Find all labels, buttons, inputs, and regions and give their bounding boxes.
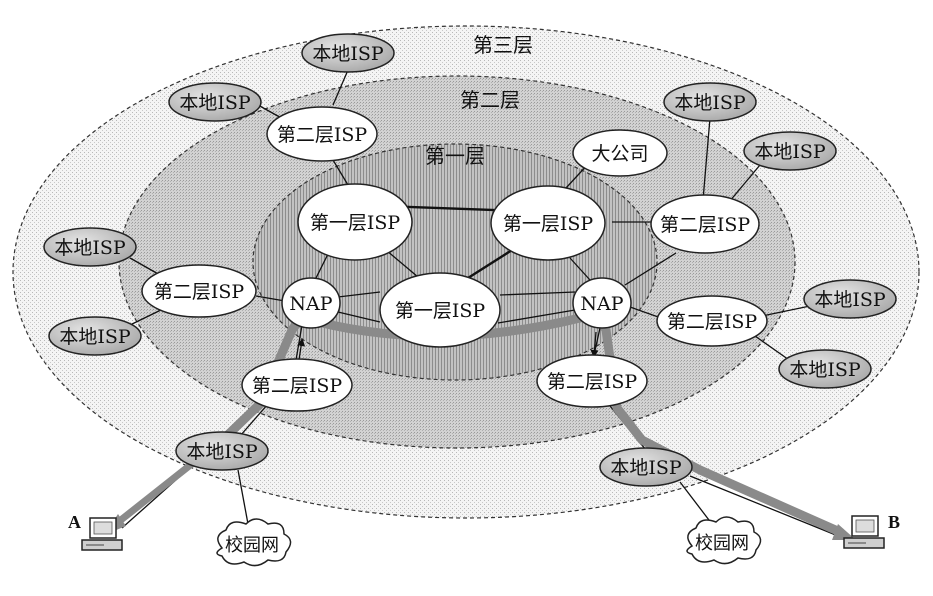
link-local8-t2right xyxy=(754,335,793,363)
link-local10-hostB xyxy=(689,475,849,541)
nap-node-left: NAP xyxy=(281,277,341,329)
local-isp-label: 本地ISP xyxy=(610,457,682,479)
nap-node-right: NAP xyxy=(572,277,632,329)
cloud-icon xyxy=(686,516,762,565)
local-isp-label: 本地ISP xyxy=(186,441,258,463)
local-isp-node-8: 本地ISP xyxy=(778,349,872,389)
local-isp-node-9: 本地ISP xyxy=(175,431,269,471)
link-local10-campus xyxy=(679,481,713,525)
campus-net-label: 校园网 xyxy=(225,535,279,556)
host-a: A xyxy=(68,512,123,551)
tier1-isp-node-c: 第一层ISP xyxy=(379,272,501,348)
local-isp-node-7: 本地ISP xyxy=(803,279,897,319)
link-local9-t2lowleft xyxy=(239,403,269,437)
local-isp-node-1: 本地ISP xyxy=(301,33,395,73)
local-isp-label: 本地ISP xyxy=(179,92,251,114)
local-isp-node-6: 本地ISP xyxy=(743,131,837,171)
tier2-isp-label: 第二层ISP xyxy=(252,375,343,397)
link-t2-top-t1a xyxy=(332,159,349,186)
tier1-isp-node-b: 第一层ISP xyxy=(490,185,606,261)
link-nap1-t1c-2 xyxy=(337,311,381,323)
local-isp-node-4: 本地ISP xyxy=(48,316,142,356)
tier1-isp-label: 第一层ISP xyxy=(395,300,486,322)
local-isp-label: 本地ISP xyxy=(754,141,826,163)
tier3-label: 第三层 xyxy=(473,33,533,57)
local-isp-label: 本地ISP xyxy=(674,92,746,114)
tier2-isp-node-topright: 第二层ISP xyxy=(650,194,760,254)
big-company-label: 大公司 xyxy=(591,143,648,165)
host-a-label: A xyxy=(68,512,81,532)
link-nap2-t1c-1 xyxy=(499,291,576,296)
host-b-label: B xyxy=(888,512,900,532)
campus-net-label: 校园网 xyxy=(695,533,749,554)
big-company-node: 大公司 xyxy=(572,129,668,177)
link-t2-topright-nap2 xyxy=(624,252,677,286)
tier2-isp-label: 第二层ISP xyxy=(277,124,368,146)
local-isp-label: 本地ISP xyxy=(789,359,861,381)
local-isp-label: 本地ISP xyxy=(814,289,886,311)
link-t2-left-nap1 xyxy=(255,295,286,302)
campus-network-cloud-right: 校园网 xyxy=(686,516,762,565)
link-nap1-t1c-1 xyxy=(337,291,381,298)
cloud-icon xyxy=(216,518,292,567)
local-isp-node-10: 本地ISP xyxy=(599,447,693,487)
link-local3-t2left xyxy=(129,257,161,276)
local-isp-label: 本地ISP xyxy=(312,43,384,65)
tier2-isp-node-top: 第二层ISP xyxy=(266,106,378,162)
local-isp-label: 本地ISP xyxy=(59,326,131,348)
nap-label: NAP xyxy=(580,293,623,315)
tier2-isp-node-left: 第二层ISP xyxy=(141,264,257,318)
campus-network-cloud-left: 校园网 xyxy=(216,518,292,567)
local-isp-node-5: 本地ISP xyxy=(663,82,757,122)
tier2-isp-node-right: 第二层ISP xyxy=(656,295,768,347)
link-local7-t2right xyxy=(761,305,811,317)
tier1-isp-label: 第一层ISP xyxy=(503,213,594,235)
local-isp-node-3: 本地ISP xyxy=(43,227,137,267)
arrow-down-nap2 xyxy=(590,331,599,358)
local-isp-label: 本地ISP xyxy=(54,237,126,259)
computer-icon xyxy=(843,515,885,549)
local-isp-node-2: 本地ISP xyxy=(168,82,262,122)
tier2-isp-label: 第二层ISP xyxy=(667,311,758,333)
tier1-isp-node-a: 第一层ISP xyxy=(297,183,413,261)
host-b: B xyxy=(843,512,900,549)
link-local4-t2left xyxy=(127,307,166,327)
link-local5-t2topright xyxy=(702,117,711,201)
link-local1-t2top xyxy=(332,69,349,106)
nap-label: NAP xyxy=(289,293,332,315)
tier1-isp-label: 第一层ISP xyxy=(310,212,401,234)
tier2-isp-node-lowleft: 第二层ISP xyxy=(241,358,353,412)
tier2-label: 第二层 xyxy=(460,88,520,112)
tier1-label: 第一层 xyxy=(425,144,485,168)
tier2-isp-node-lowright: 第二层ISP xyxy=(536,354,648,408)
link-nap2-t1c-2 xyxy=(497,309,576,324)
tier2-isp-label: 第二层ISP xyxy=(547,371,638,393)
tier2-isp-label: 第二层ISP xyxy=(660,214,751,236)
link-local9-campus xyxy=(237,469,249,525)
tier2-isp-label: 第二层ISP xyxy=(154,281,245,303)
computer-icon xyxy=(81,517,123,551)
route-arrowhead-b xyxy=(832,524,856,540)
link-nap2-t1b xyxy=(569,257,591,281)
